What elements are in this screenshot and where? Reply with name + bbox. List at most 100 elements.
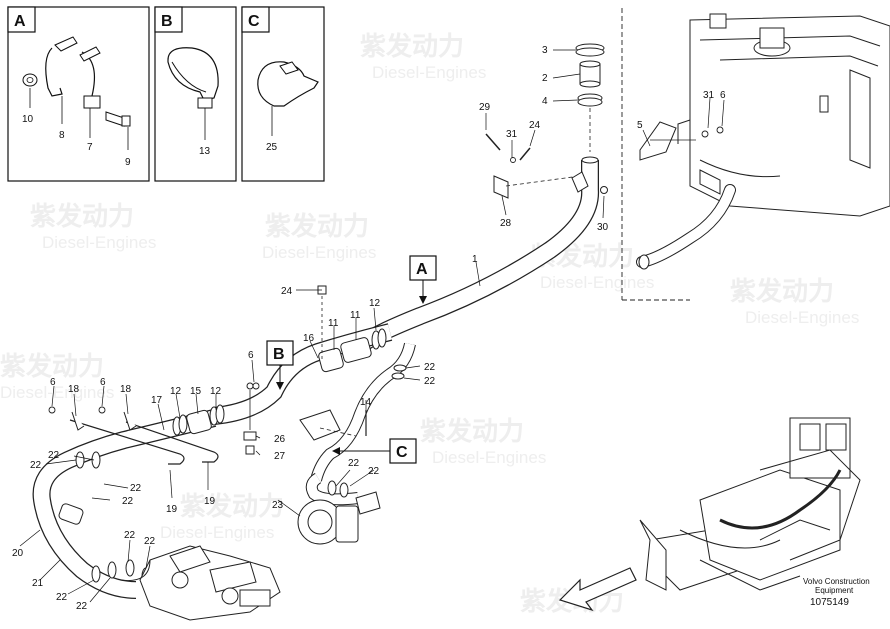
- pipe-cap-stack: [575, 43, 605, 107]
- part-label-8: 8: [59, 130, 65, 141]
- part-label-22: 22: [130, 483, 142, 494]
- leader-lines: [19, 49, 725, 603]
- watermark-sub: Diesel-Engines: [432, 448, 546, 467]
- part-label-1: 1: [472, 254, 478, 265]
- part-label-11: 11: [328, 318, 339, 329]
- callout-c: C: [332, 438, 417, 464]
- part-label-29: 29: [479, 102, 491, 113]
- watermark-brand: 紫发动力: [420, 416, 524, 446]
- part-label-22: 22: [348, 458, 360, 469]
- part-label-22: 22: [56, 592, 68, 603]
- watermark-sub: Diesel-Engines: [540, 273, 654, 292]
- part-label-12: 12: [369, 298, 381, 309]
- part-label-13: 13: [199, 146, 211, 157]
- part-label-7: 7: [87, 142, 93, 153]
- bracket: [639, 121, 677, 161]
- tank-return-hose: [636, 184, 736, 268]
- document-number: 1075149: [810, 597, 849, 608]
- part-label-15: 15: [190, 386, 202, 397]
- part-label-10: 10: [22, 114, 34, 125]
- part-label-4: 4: [542, 96, 548, 107]
- fuel-tank: [677, 13, 890, 217]
- part-label-12: 12: [170, 386, 182, 397]
- watermark-brand: 紫发动力: [265, 211, 369, 241]
- watermark-brand: 紫发动力: [180, 491, 284, 521]
- inset-box-c: C 25: [241, 6, 325, 182]
- pipe-bracket: [493, 175, 509, 199]
- part-label-23: 23: [272, 500, 284, 511]
- part-label-6: 6: [50, 377, 56, 388]
- inset-box-b: B 13: [154, 6, 237, 182]
- part-labels: 3 2 4 1 29 31 24 28 30 5 31 6 24 11 11 1…: [12, 45, 726, 612]
- part-label-24: 24: [281, 286, 293, 297]
- part-label-19: 19: [204, 496, 216, 507]
- part-label-9: 9: [125, 157, 131, 168]
- watermark-sub: Diesel-Engines: [262, 243, 376, 262]
- footer-company-line2: Equipment: [815, 586, 854, 595]
- support-rod: [125, 421, 219, 463]
- watermark-brand: 紫发动力: [0, 351, 104, 381]
- part-label-31: 31: [506, 129, 518, 140]
- part-label-22: 22: [124, 530, 136, 541]
- pump-unit: [297, 491, 381, 545]
- part-label-18: 18: [68, 384, 80, 395]
- watermark-brand: 紫发动力: [30, 201, 134, 231]
- part-label-27: 27: [274, 451, 286, 462]
- watermark-sub: Diesel-Engines: [0, 383, 114, 402]
- pipe-section-17: [32, 409, 217, 599]
- part-label-22: 22: [424, 376, 436, 387]
- part-label-22: 22: [144, 536, 156, 547]
- watermark-sub: Diesel-Engines: [372, 63, 486, 82]
- part-label-2: 2: [542, 73, 548, 84]
- part-label-22: 22: [76, 601, 88, 612]
- part-label-22: 22: [424, 362, 436, 373]
- part-label-26: 26: [274, 434, 286, 445]
- part-label-11: 11: [350, 310, 361, 321]
- part-label-31: 31: [703, 90, 715, 101]
- engine-block: [119, 545, 281, 621]
- footer-company: Volvo Construction: [803, 577, 870, 586]
- part-label-20: 20: [12, 548, 24, 559]
- part-label-28: 28: [500, 218, 512, 229]
- part-label-24: 24: [529, 120, 541, 131]
- part-label-21: 21: [32, 578, 44, 589]
- watermark-brand: 紫发动力: [360, 31, 464, 61]
- part-label-22: 22: [30, 460, 42, 471]
- machine-overview: [639, 417, 861, 591]
- footer: Volvo Construction Equipment 1075149: [803, 577, 870, 608]
- part-label-6: 6: [100, 377, 106, 388]
- watermark-brand: 紫发动力: [730, 276, 834, 306]
- callout-a-label: A: [416, 261, 428, 278]
- part-label-30: 30: [597, 222, 609, 233]
- part-label-6: 6: [248, 350, 254, 361]
- inset-box-a: A 10 8 7 9: [7, 6, 150, 182]
- part-label-25: 25: [266, 142, 278, 153]
- part-label-22: 22: [122, 496, 134, 507]
- pipe-sleeve: [58, 328, 387, 585]
- part-label-3: 3: [542, 45, 548, 56]
- hose-clamp: [327, 364, 407, 498]
- watermark-sub: Diesel-Engines: [42, 233, 156, 252]
- direction-arrow: [558, 567, 637, 612]
- part-label-22: 22: [48, 450, 60, 461]
- part-label-5: 5: [637, 120, 643, 131]
- part-label-14: 14: [360, 397, 372, 408]
- support-rod: [69, 419, 185, 465]
- callout-a: A: [409, 255, 437, 304]
- callout-c-label: C: [396, 444, 408, 461]
- part-label-22: 22: [368, 466, 380, 477]
- exhaust-pipe: [353, 156, 600, 353]
- part-label-6: 6: [720, 90, 726, 101]
- inset-a-label: A: [14, 13, 26, 30]
- watermark-sub: Diesel-Engines: [745, 308, 859, 327]
- watermark-sub: Diesel-Engines: [160, 523, 274, 542]
- inset-b-label: B: [161, 13, 173, 30]
- part-label-12: 12: [210, 386, 222, 397]
- part-label-16: 16: [303, 333, 315, 344]
- callout-b: B: [266, 340, 294, 390]
- callout-b-label: B: [273, 346, 285, 363]
- part-label-19: 19: [166, 504, 178, 515]
- part-label-17: 17: [151, 395, 163, 406]
- part-label-18: 18: [120, 384, 132, 395]
